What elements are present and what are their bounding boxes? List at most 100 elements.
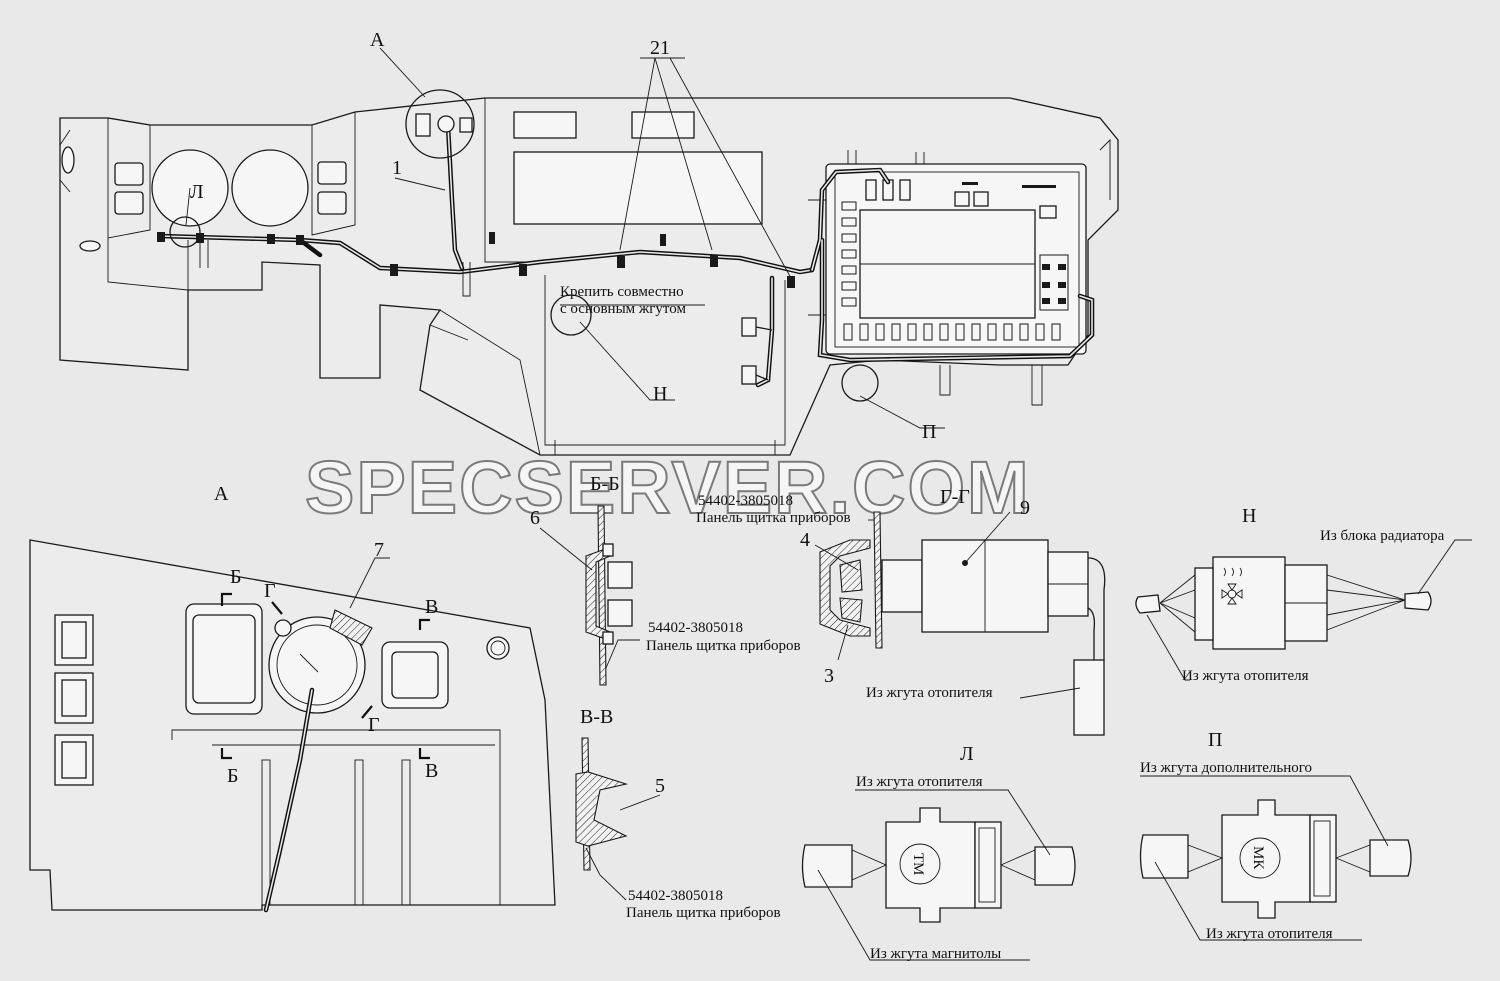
main-dashboard-view: А 21 1 Л Н П Крепить совместно с основны… bbox=[59, 29, 1119, 456]
section-markers bbox=[220, 592, 430, 760]
section-GG-harness: Из жгута отопителя bbox=[866, 685, 993, 701]
section-GG-knob-housing bbox=[819, 539, 871, 637]
leader-VV-panel bbox=[585, 847, 627, 901]
view-A-round-plug bbox=[486, 636, 510, 660]
section-BB: Б-Б 6 54402-3805018 Панель щитка приборо… bbox=[530, 473, 801, 686]
callout-A: А bbox=[370, 29, 385, 51]
mounting-note-line1: Крепить совместно bbox=[560, 284, 684, 300]
section-B-top: Б bbox=[230, 566, 241, 588]
section-GG-part-number: 54402-3805018 bbox=[698, 493, 793, 509]
centre-switch-2 bbox=[317, 191, 347, 215]
leader-7 bbox=[349, 557, 390, 609]
detail-N-from-radiator: Из блока радиатора bbox=[1320, 528, 1445, 544]
detail-P-title: П bbox=[1208, 729, 1222, 751]
detail-L-mark: ТМ bbox=[910, 853, 926, 875]
section-GG-cable bbox=[1073, 659, 1105, 736]
centre-switch-1 bbox=[317, 161, 347, 185]
detail-A-circle bbox=[405, 89, 475, 159]
left-knob bbox=[79, 240, 101, 252]
detail-P-additional-plug bbox=[1369, 839, 1412, 877]
callout-21: 21 bbox=[650, 37, 670, 59]
leader-GG-harness bbox=[1019, 687, 1081, 699]
section-V-top: В bbox=[425, 596, 438, 618]
section-VV: В-В 5 54402-3805018 Панель щитка приборо… bbox=[575, 706, 781, 921]
leader-BB-panel bbox=[605, 639, 640, 669]
section-GG-panel bbox=[873, 511, 883, 649]
detail-P-from-heater: Из жгута отопителя bbox=[1206, 926, 1333, 942]
detail-N-heater-plug bbox=[1135, 594, 1161, 614]
view-A: А 7 Б Б bbox=[29, 483, 556, 913]
section-G-top: Г bbox=[264, 580, 276, 602]
section-BB-bezel bbox=[585, 547, 611, 641]
detail-P: П МК Из жгута дополнительного Из жгута о… bbox=[1139, 729, 1412, 942]
bracket-1 bbox=[462, 262, 471, 297]
centre-slot-1 bbox=[513, 111, 577, 139]
dash-left-edge bbox=[59, 129, 71, 193]
detail-L-from-heater: Из жгута отопителя bbox=[856, 774, 983, 790]
leader-4 bbox=[814, 544, 859, 571]
callout-L: Л bbox=[190, 181, 204, 203]
leader-5 bbox=[619, 794, 661, 811]
left-switch-1 bbox=[114, 162, 144, 186]
section-GG: Г-Г 54402-3805018 Панель щитка приборов … bbox=[696, 486, 1106, 736]
fuse-relay-box bbox=[808, 138, 1111, 406]
detail-L-radio-plug bbox=[801, 844, 853, 888]
leader-P-heater bbox=[1154, 861, 1362, 941]
watermark: SPECSERVER.COM bbox=[305, 446, 1031, 529]
harness-clips bbox=[157, 232, 795, 288]
tray-connector-2 bbox=[741, 365, 757, 385]
callout-3: 3 bbox=[824, 665, 834, 687]
leader-N-heater bbox=[1146, 614, 1190, 681]
lower-tray bbox=[544, 275, 786, 446]
section-B-bottom: Б bbox=[227, 765, 238, 787]
dash-left-bezel bbox=[107, 117, 151, 239]
detail-L-circle bbox=[169, 216, 201, 248]
callout-N: Н bbox=[653, 383, 667, 405]
section-GG-connector-front bbox=[881, 559, 923, 613]
detail-P-mark: МК bbox=[1250, 846, 1266, 870]
leader-N-radiator bbox=[1417, 539, 1472, 595]
switch-module-icon bbox=[415, 113, 431, 137]
section-BB-switch-body bbox=[607, 561, 633, 589]
leader-L-heater bbox=[855, 789, 1051, 856]
gauge-bezel-right bbox=[311, 112, 356, 236]
leader-lines bbox=[185, 47, 945, 429]
section-VV-title: В-В bbox=[580, 706, 613, 728]
view-A-heater-knob bbox=[268, 616, 366, 714]
detail-N: Н Из блока радиатора Из жгута отопителя bbox=[1135, 505, 1472, 684]
leader-L-radio bbox=[817, 869, 1030, 961]
section-G-bottom: Г bbox=[368, 714, 380, 736]
detail-P-circle bbox=[841, 364, 879, 402]
tachometer-gauge bbox=[231, 149, 309, 227]
callout-1: 1 bbox=[392, 157, 402, 179]
section-BB-title: Б-Б bbox=[590, 473, 620, 495]
leader-3 bbox=[837, 624, 849, 661]
detail-L-from-radio: Из жгута магнитолы bbox=[870, 946, 1001, 962]
tray-connector-1 bbox=[741, 317, 757, 337]
callout-6: 6 bbox=[530, 507, 540, 529]
detail-N-connector bbox=[1212, 556, 1286, 650]
section-VV-part-number: 54402-3805018 bbox=[628, 888, 723, 904]
detail-N-title: Н bbox=[1242, 505, 1256, 527]
leader-6 bbox=[539, 527, 593, 571]
detail-P-mark-circle bbox=[1239, 837, 1281, 879]
detail-L-connector bbox=[885, 807, 976, 923]
section-GG-title: Г-Г bbox=[940, 486, 970, 508]
section-GG-cable-bend bbox=[1087, 557, 1106, 660]
callout-P: П bbox=[922, 421, 936, 443]
detail-N-from-heater: Из жгута отопителя bbox=[1182, 668, 1309, 684]
leader-9 bbox=[964, 511, 1011, 564]
callout-9: 9 bbox=[1020, 497, 1030, 519]
detail-L-title: Л bbox=[960, 743, 974, 765]
radio-opening bbox=[513, 151, 763, 225]
callout-4: 4 bbox=[800, 529, 810, 551]
mounting-note-line2: с основным жгутом bbox=[560, 301, 686, 317]
section-BB-part-number: 54402-3805018 bbox=[648, 620, 743, 636]
temperature-scale bbox=[329, 609, 373, 646]
detail-L-heater-plug bbox=[1034, 846, 1076, 886]
section-VV-clip bbox=[575, 771, 629, 847]
detail-L-mark-circle bbox=[899, 843, 941, 885]
callout-5: 5 bbox=[655, 775, 665, 797]
